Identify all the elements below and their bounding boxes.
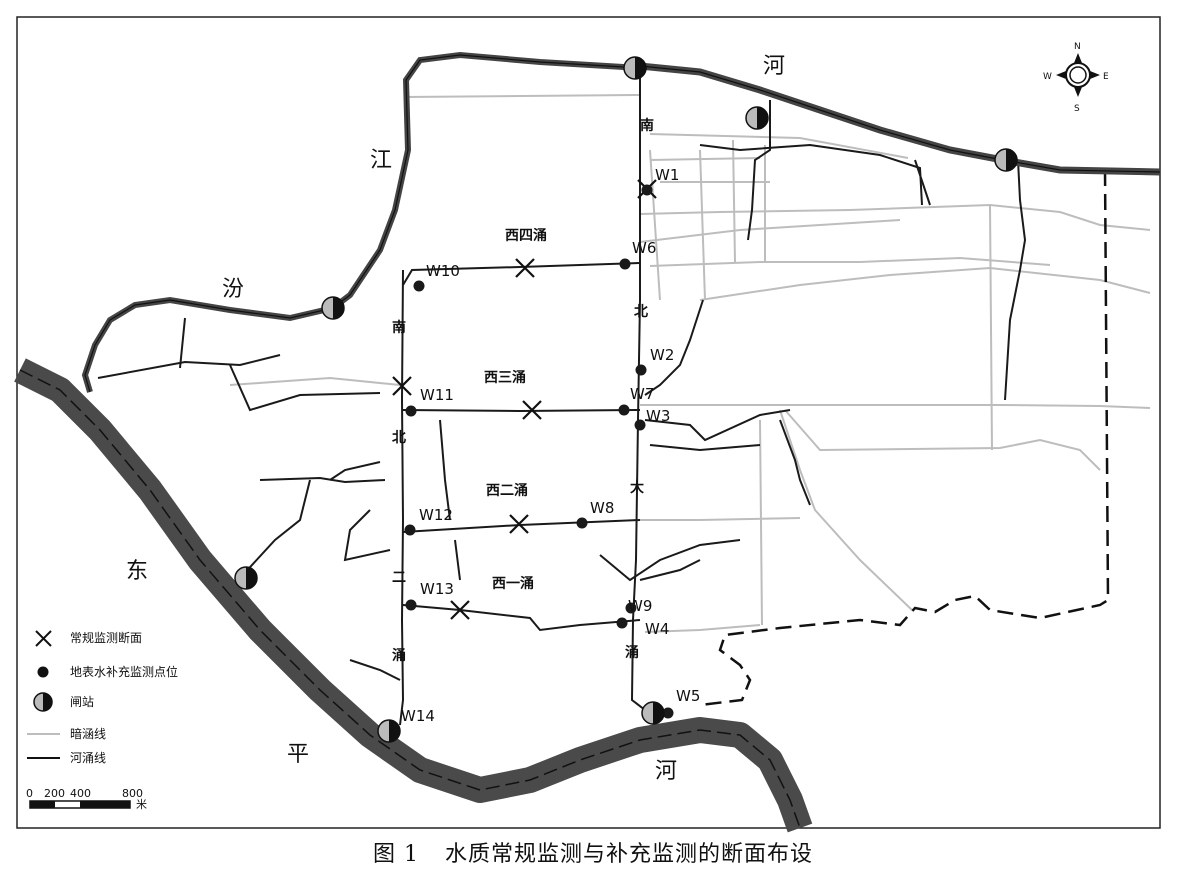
canal-labels: 南 北 大 涌 南 北 二 涌 西四涌 西三涌 西二涌 西一涌: [392, 117, 654, 664]
label-w3: W3: [646, 407, 670, 425]
legend: 常规监测断面 地表水补充监测点位 闸站 暗涵线 河涌线: [27, 630, 178, 765]
label-w9: W9: [628, 597, 652, 615]
sluice-2: [745, 106, 769, 130]
point-w8: [576, 517, 588, 529]
point-w9: [625, 602, 637, 614]
river-label-he-south: 河: [655, 759, 677, 784]
river-label-ping: 平: [287, 742, 309, 767]
sluice-3: [994, 148, 1018, 172]
canal-label-nan-main: 南: [640, 117, 654, 134]
legend-sluice-label: 闸站: [70, 695, 94, 709]
monitor-points: [388, 184, 674, 738]
canal-label-yong-er: 涌: [392, 648, 406, 664]
culvert-lines: [229, 94, 1151, 633]
scale-tick-400: 400: [70, 787, 91, 800]
point-w6: [619, 258, 631, 270]
canal-label-xi4: 西四涌: [505, 228, 547, 244]
legend-culvert-label: 暗涵线: [70, 726, 106, 741]
point-w3: [634, 419, 646, 431]
point-w12: [404, 524, 416, 536]
section-mark-xi1: [450, 600, 470, 620]
label-w4: W4: [645, 620, 669, 638]
canal-label-xi2: 西二涌: [486, 483, 528, 499]
station-labels: W1 W6 W10 W2 W11 W7 W3 W12 W8 W13 W9 W4 …: [401, 166, 700, 725]
scale-bar: 0 200 400 800 米: [26, 787, 147, 811]
label-w6: W6: [632, 239, 656, 257]
label-w2: W2: [650, 346, 674, 364]
point-w10: [413, 280, 425, 292]
label-w10: W10: [426, 262, 460, 280]
sluice-4: [321, 296, 345, 320]
compass-icon: N S E W: [1043, 42, 1109, 114]
section-mark-w11: [392, 376, 412, 396]
canal-label-bei-er: 北: [392, 430, 406, 446]
point-w13: [405, 599, 417, 611]
canal-label-yong-main: 涌: [625, 645, 639, 661]
section-mark-xi4: [515, 258, 535, 278]
legend-culvert: 暗涵线: [27, 726, 106, 741]
label-w12: W12: [419, 506, 453, 524]
point-w5: [662, 707, 674, 719]
canal-label-xi3: 西三涌: [484, 370, 526, 386]
legend-supplement-point-label: 地表水补充监测点位: [70, 664, 178, 679]
compass-w: W: [1043, 72, 1052, 82]
river-label-he-north: 河: [763, 54, 785, 79]
point-w4: [616, 617, 628, 629]
dongping-river-centerline: [19, 369, 801, 829]
north-river-east-inner: [639, 65, 1161, 173]
label-w14: W14: [401, 707, 435, 725]
legend-supplement-point: 地表水补充监测点位: [37, 664, 178, 679]
canal-label-nan-er: 南: [392, 319, 406, 336]
point-w1: [641, 184, 653, 196]
section-mark-xi2: [509, 514, 529, 534]
label-w8: W8: [590, 499, 614, 517]
point-w7: [618, 404, 630, 416]
legend-canal-line: 河涌线: [27, 751, 106, 765]
legend-monitor-section: 常规监测断面: [35, 630, 142, 647]
figure-caption-text: 水质常规监测与补充监测的断面布设: [444, 842, 813, 867]
compass-n: N: [1074, 42, 1081, 52]
canal-label-er-er: 二: [392, 570, 406, 586]
river-label-fen: 汾: [222, 277, 244, 302]
sluice-7: [641, 701, 665, 725]
legend-canal-line-label: 河涌线: [70, 751, 106, 765]
canal-label-da-main: 大: [630, 479, 644, 496]
label-w1: W1: [655, 166, 679, 184]
sluice-1: [623, 56, 647, 80]
point-w11: [405, 405, 417, 417]
river-label-dong: 东: [126, 559, 148, 584]
map-frame: [16, 16, 1161, 829]
label-w7: W7: [630, 385, 654, 403]
figure-number: 图 1: [372, 842, 419, 867]
compass-s: S: [1074, 104, 1080, 114]
figure-caption: 图 1 水质常规监测与补充监测的断面布设: [0, 836, 1186, 868]
scale-unit: 米: [136, 798, 147, 811]
scale-tick-0: 0: [26, 787, 33, 800]
canal-label-xi1: 西一涌: [492, 576, 534, 592]
label-w13: W13: [420, 580, 454, 598]
canal-label-bei-main: 北: [634, 304, 648, 320]
point-w2: [635, 364, 647, 376]
scale-tick-800: 800: [122, 787, 143, 800]
sluice-6: [377, 719, 401, 743]
sluice-stations: [234, 56, 1018, 743]
river-label-jiang: 江: [370, 148, 392, 173]
legend-sluice: 闸站: [33, 692, 94, 712]
sluice-5: [234, 566, 258, 590]
compass-e: E: [1103, 72, 1109, 82]
scale-tick-200: 200: [44, 787, 65, 800]
label-w5: W5: [676, 687, 700, 705]
boundary-line: [699, 169, 1110, 707]
section-mark-xi3: [522, 400, 542, 420]
label-w11: W11: [420, 386, 454, 404]
river-labels: 江 汾 河 东 平 河: [126, 54, 785, 784]
legend-monitor-section-label: 常规监测断面: [70, 630, 142, 645]
